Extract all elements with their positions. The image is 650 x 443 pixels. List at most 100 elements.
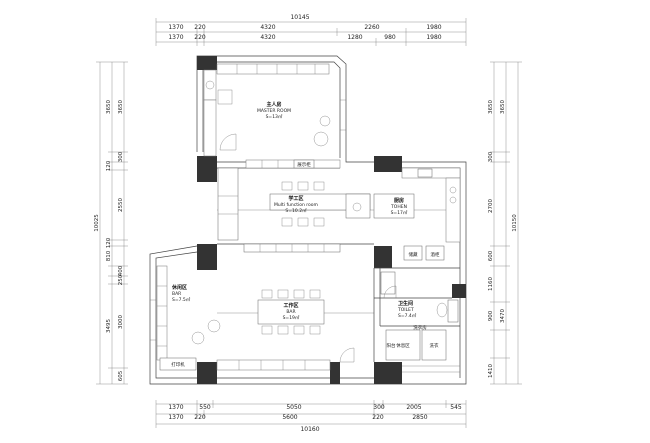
work-area-text: S=19㎡ xyxy=(283,314,300,321)
multi-function-room: 学工区 Multi function room S=10.2㎡ xyxy=(217,167,415,253)
work-table xyxy=(257,299,325,325)
wash-label: 洗衣 xyxy=(430,342,439,349)
door-swing-work xyxy=(339,347,355,363)
work-area: 工作区 BAR S=19㎡ xyxy=(216,289,355,371)
right-dim-1: 3650 xyxy=(488,100,494,114)
armchair xyxy=(217,89,233,105)
bar-name: 休闲区 xyxy=(171,284,187,291)
balcony-label: 阳台 xyxy=(387,342,396,349)
left-dim-1: 3650 xyxy=(106,100,112,114)
kitchen-name: 厨房 xyxy=(394,197,404,204)
storage-1-label: 储藏 xyxy=(409,251,418,258)
toilet-en: TOILET xyxy=(397,307,414,313)
door-swing-toilet xyxy=(383,285,397,299)
washbasin xyxy=(447,299,459,323)
multi-room-area: S=10.2㎡ xyxy=(285,207,307,214)
right-dim-2: 300 xyxy=(488,151,494,162)
right-total-dim: 10150 xyxy=(512,214,518,232)
kitchen: 储藏 酒柜 厨房 TOHEN S=17㎡ xyxy=(390,167,461,261)
rest-area-box xyxy=(385,329,421,361)
left-dim-9: 3000 xyxy=(118,315,124,329)
top-dim-2: 220 xyxy=(194,24,206,31)
top2-dim-4: 1280 xyxy=(347,34,362,41)
shower xyxy=(380,271,396,295)
laundry-label: 洗衣房 xyxy=(413,324,427,331)
left-dim-6: 810 xyxy=(106,250,112,261)
top-dim-3: 4320 xyxy=(260,24,275,31)
toilet-name: 卫生间 xyxy=(398,300,413,307)
top-dim-4: 2260 xyxy=(364,24,379,31)
master-room-name: 主人房 xyxy=(266,101,281,108)
bottom-dim-5: 2005 xyxy=(406,404,421,411)
right-dim-3: 2700 xyxy=(488,199,494,213)
left-dim-4: 2550 xyxy=(118,198,124,212)
top-dim-1: 1370 xyxy=(168,24,183,31)
right-dim-1b: 3650 xyxy=(500,100,506,114)
left-dim-5: 120 xyxy=(106,237,112,248)
storage-2-label: 酒柜 xyxy=(431,251,440,258)
bottom2-dim-4: 220 xyxy=(372,414,384,421)
top2-dim-5: 980 xyxy=(384,34,396,41)
kitchen-area: S=17㎡ xyxy=(391,209,408,216)
left-shelf xyxy=(217,167,239,241)
top2-dim-3: 4320 xyxy=(260,34,275,41)
left-dim-10: 3495 xyxy=(106,319,112,333)
work-bottom-cabinet xyxy=(216,359,331,371)
kitchen-en: TOHEN xyxy=(390,204,407,210)
right-dim-5: 1160 xyxy=(488,277,494,291)
right-dimensions: 3650 3650 300 2700 600 1160 3470 900 141… xyxy=(488,61,522,385)
bottom2-dim-3: 5600 xyxy=(282,414,297,421)
bottom-dimensions: 1370 550 5050 300 2005 545 1370 220 5600… xyxy=(155,400,467,433)
right-dim-6: 3470 xyxy=(500,309,506,323)
bottom-dim-1: 1370 xyxy=(168,404,183,411)
top2-dim-1: 1370 xyxy=(168,34,183,41)
master-room: 展示柜 主人房 MASTER ROOM S=13㎡ xyxy=(203,63,341,169)
multi-room-name: 学工区 xyxy=(288,195,303,202)
printer-cabinet xyxy=(159,357,197,371)
work-en: BAR xyxy=(286,309,295,315)
toilet: 卫生间 TOILET S=7.4㎡ xyxy=(380,271,459,323)
left-total-dim: 10025 xyxy=(94,214,100,232)
master-room-area: S=13㎡ xyxy=(266,113,283,120)
toilet-bowl xyxy=(436,302,448,318)
wash-box xyxy=(421,329,447,361)
top-total-dim: 10145 xyxy=(290,14,309,21)
side-table xyxy=(319,115,331,127)
toilet-area: S=7.4㎡ xyxy=(398,312,417,319)
kitchen-sink xyxy=(417,168,433,178)
top-dimensions: 10145 1370 220 4320 2260 1980 1370 220 4… xyxy=(155,14,467,46)
island-sink xyxy=(345,193,371,219)
bottom-dim-6: 545 xyxy=(450,404,462,411)
display-cabinet xyxy=(245,159,341,169)
window-markers xyxy=(150,99,346,341)
top-dim-5: 1980 xyxy=(426,24,441,31)
top2-dim-2: 220 xyxy=(194,34,206,41)
left-dim-2: 300 xyxy=(118,151,124,162)
left-dimensions: 10025 3650 3650 300 120 2550 120 810 400… xyxy=(94,61,128,385)
bar-area-text: S=7.5㎡ xyxy=(172,296,191,303)
lounge-chair xyxy=(313,131,329,147)
right-dim-4: 600 xyxy=(488,250,494,261)
left-dim-3: 120 xyxy=(106,160,112,171)
work-name: 工作区 xyxy=(283,302,298,309)
left-dim-7: 400 xyxy=(118,265,124,276)
laundry: 洗衣房 休息区 洗衣 阳台 xyxy=(385,324,460,373)
bottom2-dim-1: 1370 xyxy=(168,414,183,421)
bar-stool-1 xyxy=(207,319,221,333)
rest-label: 休息区 xyxy=(396,342,410,349)
multi-room-en: Multi function room xyxy=(274,202,318,208)
bottom-dim-4: 300 xyxy=(373,404,385,411)
master-room-en: MASTER ROOM xyxy=(257,108,291,114)
storage-2 xyxy=(425,245,445,261)
kitchen-side-counter xyxy=(445,177,461,243)
bottom-dim-3: 5050 xyxy=(286,404,301,411)
bottom2-dim-5: 2850 xyxy=(412,414,427,421)
left-dim-1b: 3650 xyxy=(118,100,124,114)
bar-area: 打印机 休闲区 BAR S=7.5㎡ xyxy=(156,265,221,371)
printer-label: 打印机 xyxy=(171,361,185,368)
top2-dim-6: 1980 xyxy=(426,34,441,41)
display-cabinet-label: 展示柜 xyxy=(297,161,311,168)
storage-1 xyxy=(403,245,423,261)
bottom2-dim-2: 220 xyxy=(194,414,206,421)
kitchen-counter xyxy=(373,193,415,219)
